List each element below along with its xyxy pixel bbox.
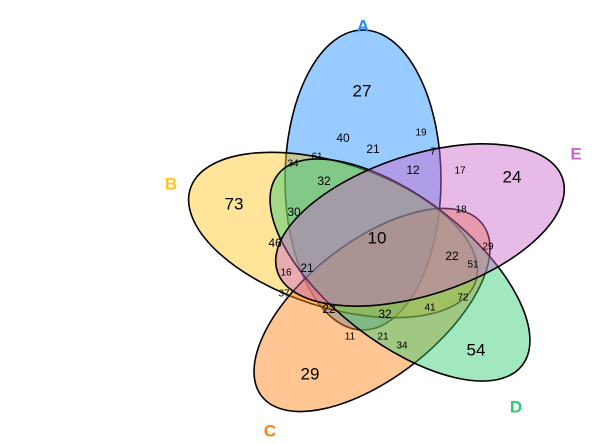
count-region: 17: [454, 166, 466, 177]
count-region: 21: [366, 142, 380, 156]
count-region: 19: [415, 128, 427, 139]
count-region: 32: [378, 307, 392, 321]
count-only-c: 29: [301, 365, 320, 384]
set-c-label: C: [264, 422, 276, 441]
set-b-label: B: [165, 175, 177, 194]
set-d-label: D: [510, 398, 522, 417]
count-region: 41: [424, 303, 436, 314]
set-a-ellipse: [284, 29, 442, 331]
count-region: 72: [457, 293, 469, 304]
count-region: 12: [406, 163, 420, 177]
count-region: 18: [455, 205, 467, 216]
set-e-ellipse: [274, 143, 566, 307]
count-region: 32: [317, 174, 331, 188]
count-region: 40: [336, 131, 350, 145]
set-a-label: A: [357, 17, 369, 36]
count-only-b: 73: [225, 195, 244, 214]
set-d-ellipse: [269, 158, 531, 382]
count-region: 34: [396, 341, 408, 352]
count-region: 34: [287, 159, 299, 170]
count-region: 46: [268, 236, 282, 250]
count-only-d: 54: [467, 341, 486, 360]
count-region: 51: [467, 260, 479, 271]
count-region: 37: [278, 289, 290, 300]
count-region: 21: [300, 261, 314, 275]
count-all: 10: [368, 229, 387, 248]
count-region: 11: [345, 332, 356, 343]
set-b-ellipse: [187, 151, 479, 319]
count-region: 22: [322, 302, 336, 316]
count-region: 22: [445, 249, 459, 263]
count-region: 61: [311, 152, 323, 163]
count-region: 7: [430, 147, 436, 158]
set-e-label: E: [570, 145, 581, 164]
count-region: 30: [287, 205, 301, 219]
count-region: 21: [377, 332, 389, 343]
count-only-a: 27: [353, 82, 372, 101]
count-region: 29: [482, 242, 494, 253]
count-region: 16: [280, 268, 292, 279]
count-only-e: 24: [503, 168, 522, 187]
